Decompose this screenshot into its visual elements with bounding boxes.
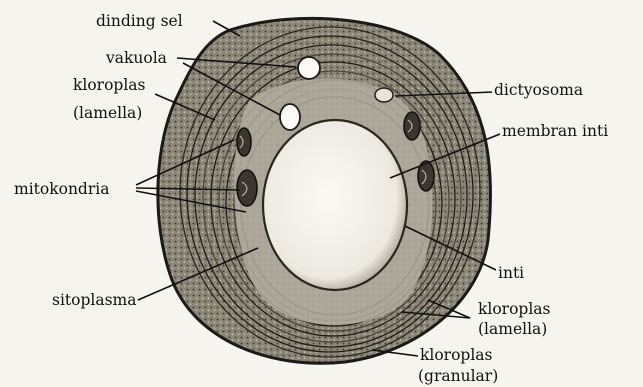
- label-inti: inti: [496, 264, 526, 282]
- vacuole-1: [298, 57, 320, 79]
- label-kloroplas-lamella-right-line1: kloroplas: [476, 300, 553, 318]
- label-kloroplas-lamella-top-line1: kloroplas: [73, 76, 146, 94]
- label-kloroplas-lamella-top-line2: (lamella): [73, 104, 142, 122]
- vacuole-2: [280, 104, 300, 130]
- label-dictyosoma: dictyosoma: [492, 81, 585, 99]
- label-membran-inti: membran inti: [500, 122, 610, 140]
- label-kloroplas-granular-line2: (granular): [416, 367, 500, 385]
- label-mitokondria: mitokondria: [14, 180, 109, 198]
- label-kloroplas-lamella-right-line2: (lamella): [476, 320, 549, 338]
- label-dinding-sel: dinding sel: [96, 12, 183, 30]
- dictyosome: [375, 88, 393, 102]
- label-sitoplasma: sitoplasma: [52, 291, 137, 309]
- label-vakuola: vakuola: [106, 49, 167, 67]
- nucleus: [263, 120, 407, 290]
- label-kloroplas-granular-line1: kloroplas: [418, 346, 495, 364]
